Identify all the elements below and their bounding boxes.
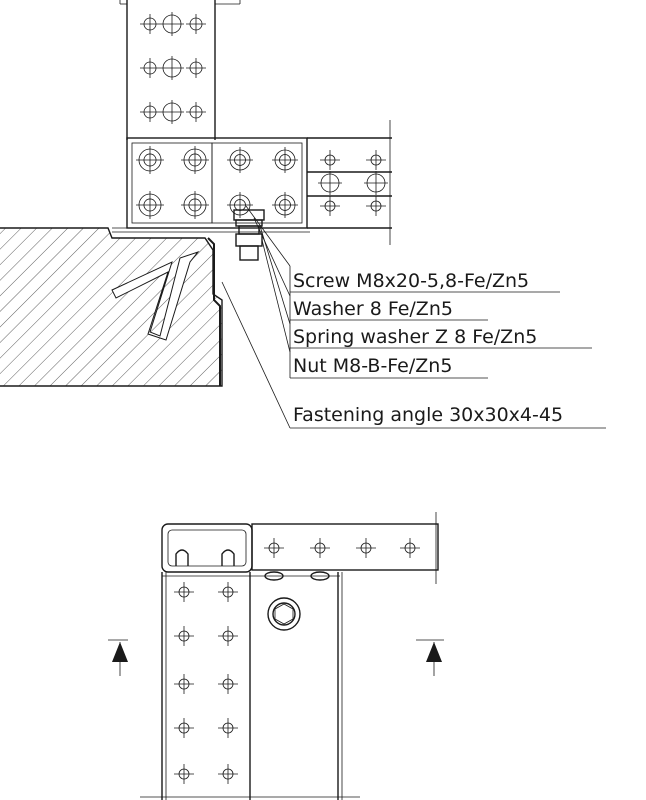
crosshair-hole-icon (227, 192, 253, 218)
label-nut: Nut M8-B-Fe/Zn5 (293, 355, 452, 377)
crosshair-hole-icon (174, 764, 194, 784)
crosshair-hole-icon (218, 582, 238, 602)
bottom-vertical-bar (140, 572, 360, 800)
crosshair-hole-icon (318, 171, 342, 195)
crosshair-hole-icon (160, 100, 184, 124)
crosshair-hole-icon (218, 626, 238, 646)
crosshair-hole-icon (366, 196, 386, 216)
crosshair-hole-icon (227, 147, 253, 173)
crosshair-hole-icon (136, 191, 164, 219)
crosshair-hole-icon (218, 718, 238, 738)
crosshair-hole-icon (320, 196, 340, 216)
crosshair-hole-icon (174, 582, 194, 602)
crosshair-hole-icon (364, 171, 388, 195)
fastening-angle (207, 237, 221, 386)
crosshair-hole-icon (272, 147, 298, 173)
bottom-horizontal-bar (251, 512, 439, 584)
crosshair-hole-icon (320, 150, 340, 170)
bottom-view (108, 512, 444, 800)
top-view: Screw M8x20-5,8-Fe/Zn5 Washer 8 Fe/Zn5 S… (0, 0, 606, 429)
crosshair-hole-icon (400, 538, 420, 558)
crosshair-hole-icon (264, 538, 284, 558)
connection-plate (112, 137, 310, 233)
crosshair-hole-icon (174, 674, 194, 694)
crosshair-hole-icon (186, 58, 206, 78)
crosshair-hole-icon (136, 146, 164, 174)
crosshair-hole-icon (174, 718, 194, 738)
label-washer: Washer 8 Fe/Zn5 (293, 298, 453, 320)
crosshair-hole-icon (140, 14, 160, 34)
concrete-wall (0, 227, 223, 387)
crosshair-hole-icon (218, 674, 238, 694)
horizontal-busbar (307, 120, 392, 245)
bolt-assembly (233, 209, 265, 261)
leader-lines (221, 205, 606, 429)
crosshair-hole-icon (140, 102, 160, 122)
holes-top (136, 12, 388, 219)
crosshair-hole-icon (218, 764, 238, 784)
crosshair-hole-icon (181, 191, 209, 219)
arrow-up-icon (416, 639, 444, 676)
crosshair-hole-icon (310, 538, 330, 558)
bolt-head (267, 597, 301, 631)
crosshair-hole-icon (174, 626, 194, 646)
label-spring-washer: Spring washer Z 8 Fe/Zn5 (293, 326, 537, 348)
label-screw: Screw M8x20-5,8-Fe/Zn5 (293, 270, 529, 292)
arrow-up-icon (108, 639, 128, 676)
crosshair-hole-icon (272, 192, 298, 218)
vertical-busbar (119, 0, 241, 140)
holes-bottom (174, 538, 420, 784)
crosshair-hole-icon (186, 14, 206, 34)
crosshair-hole-icon (160, 12, 184, 36)
crosshair-hole-icon (160, 56, 184, 80)
crosshair-hole-icon (186, 102, 206, 122)
crosshair-hole-icon (181, 146, 209, 174)
crosshair-hole-icon (366, 150, 386, 170)
crosshair-hole-icon (356, 538, 376, 558)
label-fastening-angle: Fastening angle 30x30x4-45 (293, 404, 563, 426)
crosshair-hole-icon (140, 58, 160, 78)
